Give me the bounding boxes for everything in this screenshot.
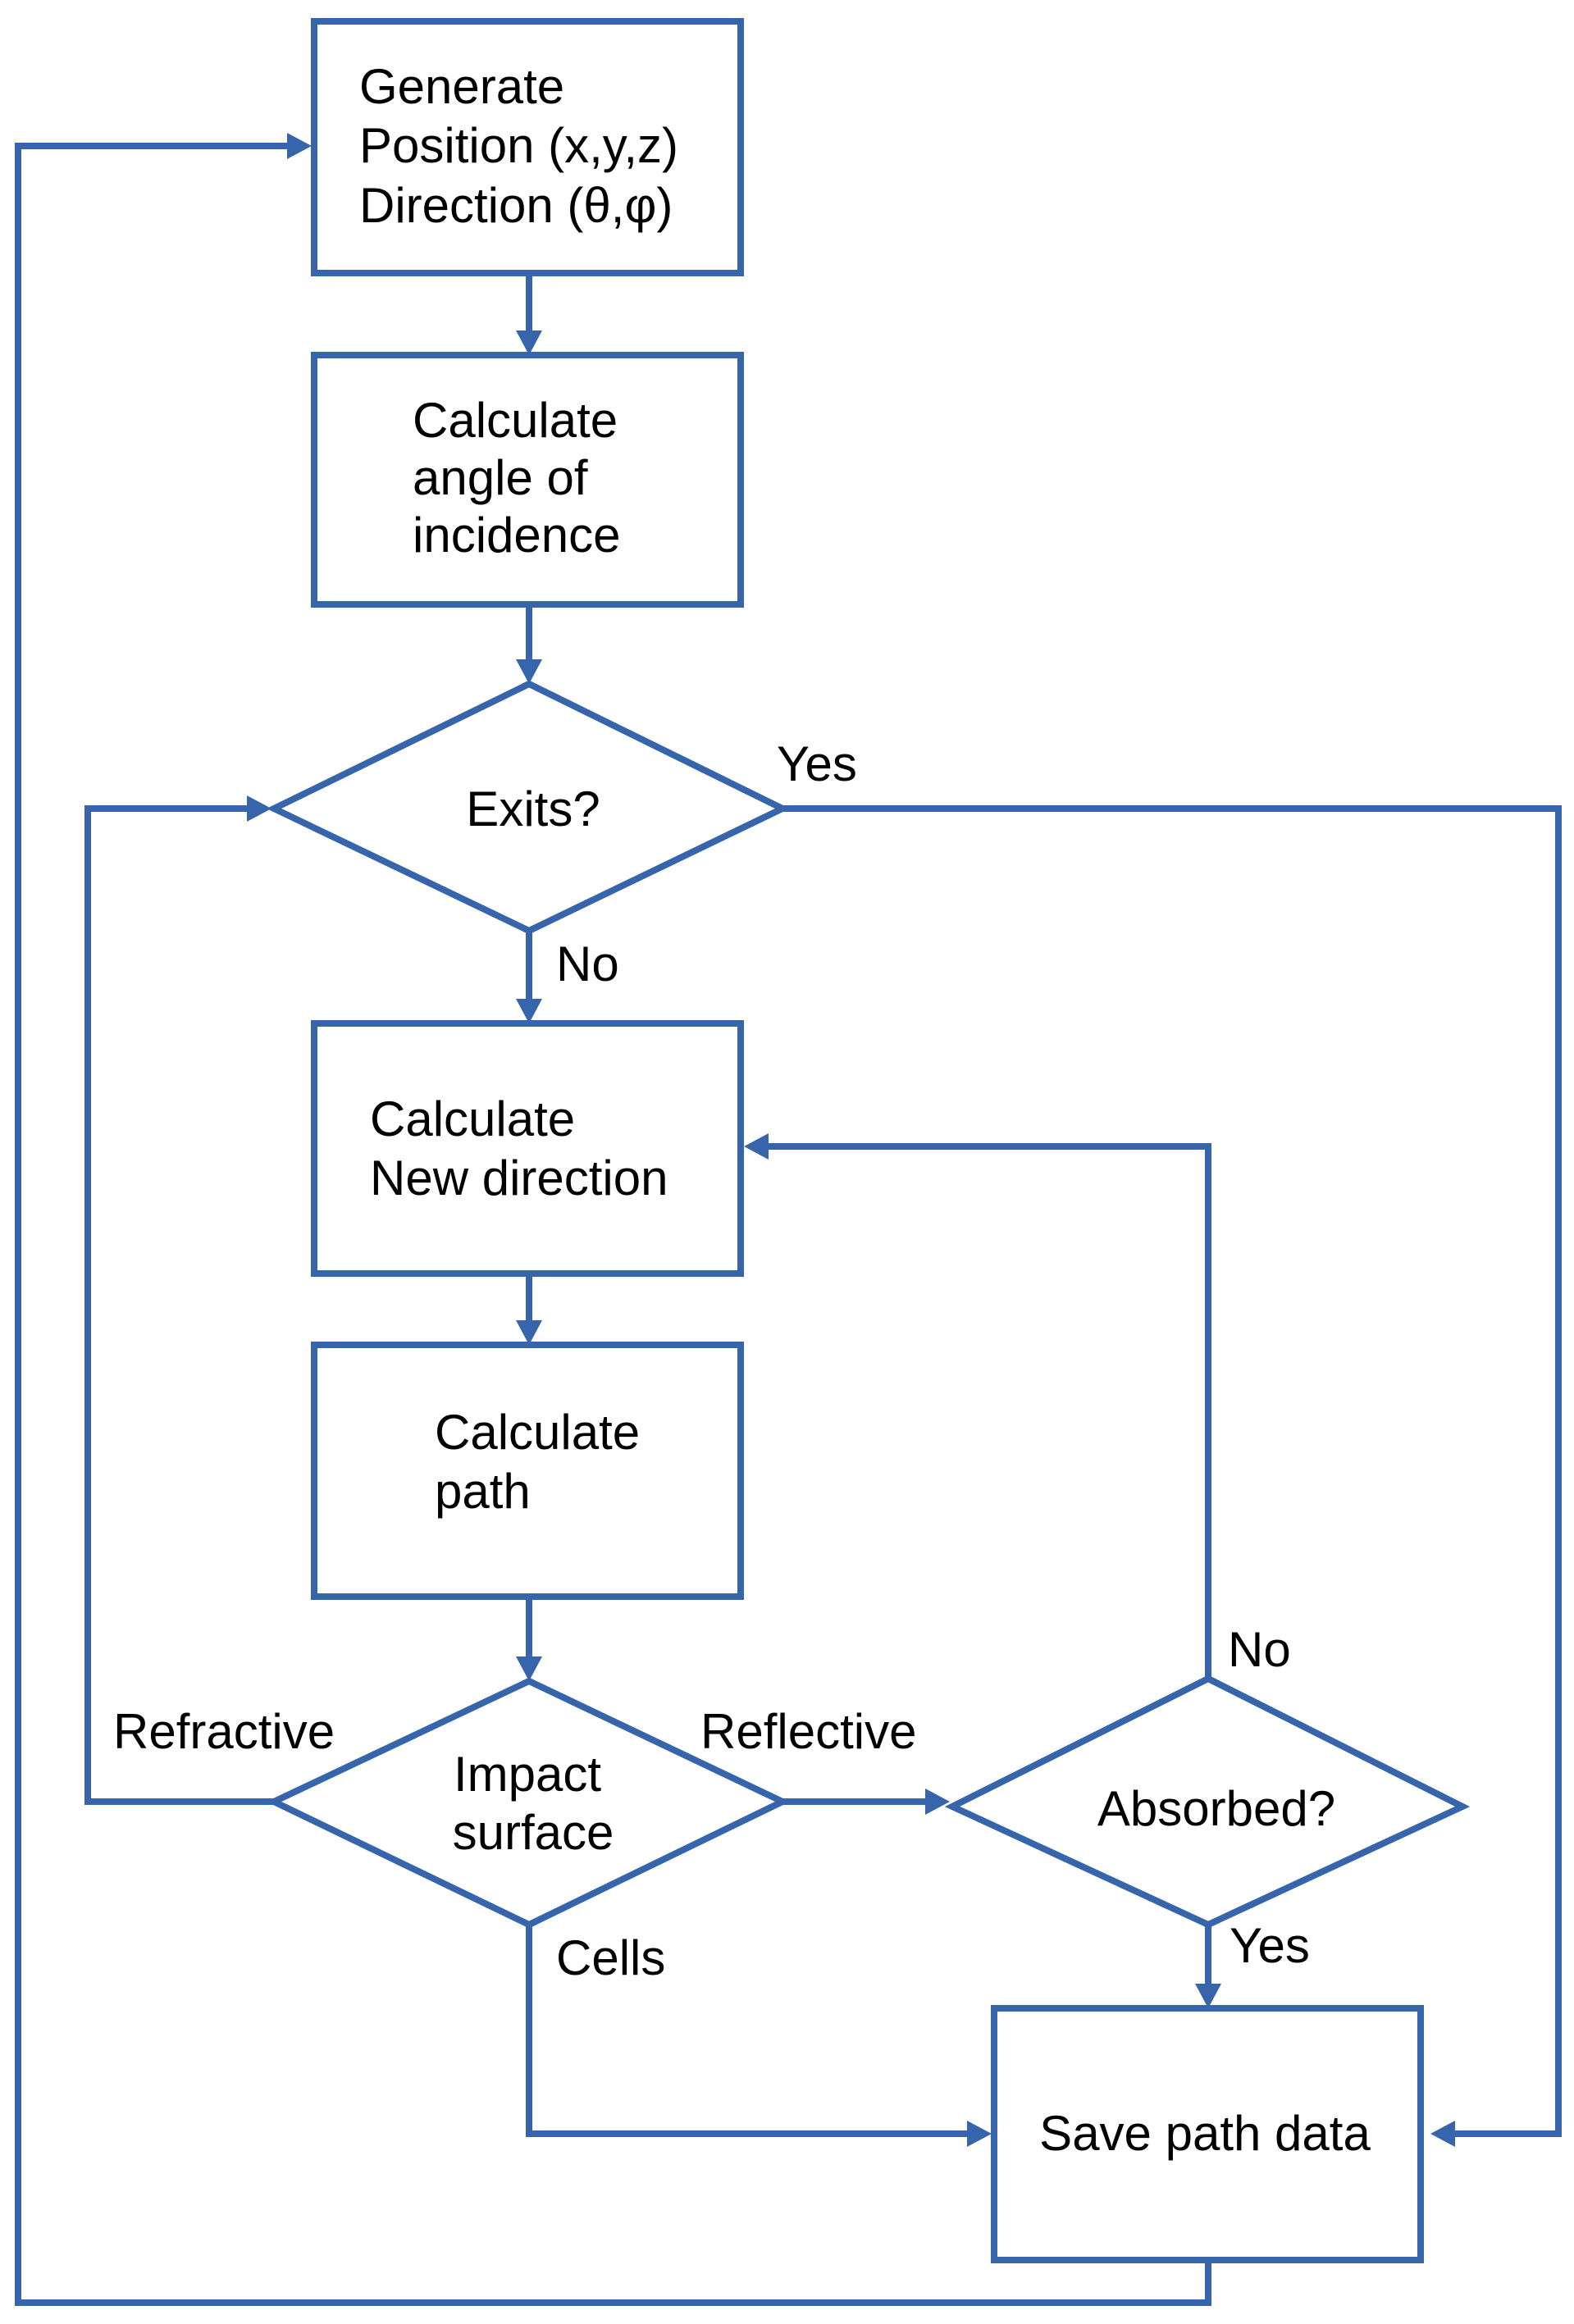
- save-path-data-label: Save path data: [1039, 2106, 1371, 2161]
- arrowhead-icon: [516, 659, 542, 684]
- generate-line-3: Direction (θ,φ): [359, 178, 673, 233]
- arrowhead-icon: [287, 133, 312, 159]
- impact-line-1: Impact: [454, 1747, 601, 1802]
- label-impact-cells: Cells: [556, 1930, 665, 1985]
- label-exits-no: No: [556, 936, 619, 991]
- arrowhead-icon: [1430, 2121, 1455, 2147]
- angle-line-1: Calculate: [413, 393, 618, 448]
- node-exits-decision: [266, 680, 791, 935]
- arrowhead-icon: [516, 330, 542, 355]
- arrowhead-icon: [925, 1789, 950, 1815]
- angle-line-2: angle of: [413, 450, 588, 505]
- generate-line-1: Generate: [359, 59, 564, 114]
- arrowhead-icon: [744, 1133, 769, 1160]
- node-calculate-new-direction: [311, 1020, 744, 1277]
- node-generate: [311, 18, 744, 276]
- node-save-path-data: [991, 2005, 1424, 2263]
- impact-line-2: surface: [453, 1805, 614, 1860]
- edge-absorbed-no: [765, 1143, 1211, 1679]
- edge-save-to-generate: [15, 143, 1211, 2306]
- label-absorbed-yes: Yes: [1230, 1918, 1310, 1973]
- arrowhead-icon: [967, 2121, 992, 2147]
- label-impact-reflective: Reflective: [700, 1704, 916, 1759]
- label-absorbed-no: No: [1228, 1622, 1291, 1677]
- arrowhead-icon: [1195, 1984, 1221, 2008]
- edge-impact-refractive: [84, 805, 274, 1805]
- exits-label: Exits?: [466, 782, 600, 836]
- node-impact-surface-decision: [266, 1677, 791, 1929]
- node-calculate-path: [311, 1342, 744, 1600]
- angle-line-3: incidence: [413, 508, 621, 563]
- node-calculate-angle: [311, 352, 744, 608]
- new-direction-line-1: Calculate: [370, 1091, 575, 1146]
- edge-impact-cells: [526, 1925, 970, 2137]
- path-line-2: path: [435, 1464, 531, 1519]
- label-impact-refractive: Refractive: [113, 1704, 335, 1759]
- arrowhead-icon: [516, 1320, 542, 1345]
- new-direction-line-2: New direction: [370, 1151, 668, 1205]
- node-absorbed-decision: [944, 1675, 1471, 1929]
- absorbed-label: Absorbed?: [1097, 1781, 1335, 1836]
- path-line-1: Calculate: [435, 1405, 640, 1460]
- edge-exits-yes: [782, 805, 1562, 2137]
- arrowhead-icon: [516, 999, 542, 1023]
- label-exits-yes: Yes: [777, 736, 857, 791]
- generate-line-2: Position (x,y,z): [359, 118, 678, 173]
- arrowhead-icon: [247, 795, 271, 822]
- arrowhead-icon: [516, 1656, 542, 1681]
